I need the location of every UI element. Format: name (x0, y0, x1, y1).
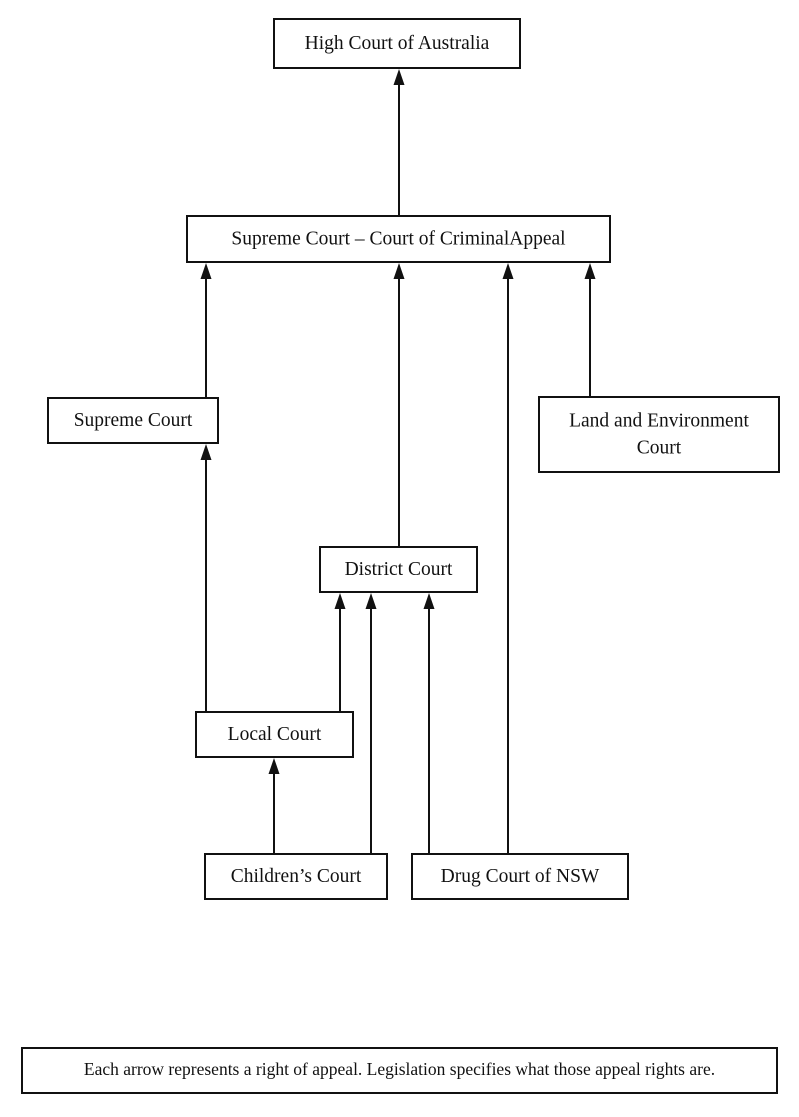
court-box (273, 18, 521, 69)
court-label: Drug Court of NSW (441, 866, 600, 887)
arrowhead-icon (584, 263, 596, 279)
legend-note: Each arrow represents a right of appeal.… (21, 1047, 778, 1094)
arrowhead-icon (200, 263, 212, 279)
arrowhead-icon (502, 263, 514, 279)
legend-note-box (21, 1047, 778, 1094)
court-box (411, 853, 629, 900)
appeal-arrow-district-to-scca (393, 263, 405, 547)
court-label: Supreme Court – Court of CriminalAppeal (231, 228, 566, 249)
court-label: Supreme Court (74, 410, 193, 431)
court-box (204, 853, 388, 900)
court-box (319, 546, 478, 593)
court-node-supreme: Supreme Court (47, 397, 219, 444)
arrowhead-icon (423, 593, 435, 609)
court-box (195, 711, 354, 758)
arrowhead-icon (393, 69, 405, 85)
court-label: Land and Environment (569, 410, 749, 431)
appeal-arrow-drug-to-scca (502, 263, 514, 854)
legend-note-text: Each arrow represents a right of appeal.… (84, 1059, 715, 1079)
court-node-high: High Court of Australia (273, 18, 521, 69)
court-node-scca: Supreme Court – Court of CriminalAppeal (186, 215, 611, 263)
arrowhead-icon (200, 444, 212, 460)
arrowhead-icon (393, 263, 405, 279)
court-box (47, 397, 219, 444)
court-label: Court (637, 437, 682, 458)
edges-layer (200, 69, 596, 854)
appeal-arrow-local-to-supreme (200, 444, 212, 712)
appeal-arrow-children-to-local (268, 758, 280, 854)
appeal-arrow-supreme-to-scca (200, 263, 212, 398)
court-label: District Court (345, 559, 453, 580)
arrowhead-icon (334, 593, 346, 609)
court-label: High Court of Australia (305, 33, 490, 54)
appeal-arrow-children-to-district (365, 593, 377, 854)
appeal-arrow-local-to-district (334, 593, 346, 712)
court-box (538, 396, 780, 473)
arrowhead-icon (268, 758, 280, 774)
appeal-arrow-drug-to-district (423, 593, 435, 854)
court-node-children: Children’s Court (204, 853, 388, 900)
court-label: Local Court (228, 724, 322, 745)
appeal-arrow-land-to-scca (584, 263, 596, 397)
court-box (186, 215, 611, 263)
court-node-drug: Drug Court of NSW (411, 853, 629, 900)
appeal-arrow-scca-to-high (393, 69, 405, 216)
arrowhead-icon (365, 593, 377, 609)
court-label: Children’s Court (231, 866, 362, 887)
court-node-local: Local Court (195, 711, 354, 758)
court-node-district: District Court (319, 546, 478, 593)
